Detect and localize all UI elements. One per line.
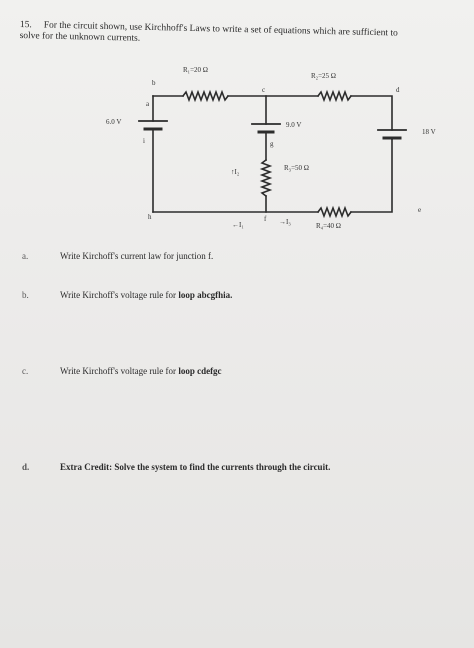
part-d-text-wrap: Extra Credit: Solve the system to find t… xyxy=(60,462,330,472)
node-e: e xyxy=(418,206,422,214)
label-r1: R₁=20 Ω xyxy=(183,66,209,74)
label-9v: 9.0 V xyxy=(286,121,302,129)
resistor-r3 xyxy=(259,158,273,198)
wire-r2-d xyxy=(350,95,393,131)
part-d-text: Solve the system to find the currents th… xyxy=(114,462,331,472)
node-d: d xyxy=(396,86,400,94)
part-c-letter: c. xyxy=(22,366,29,376)
label-r2: R₂=25 Ω xyxy=(311,72,337,80)
node-g: g xyxy=(270,140,274,148)
node-b: b xyxy=(152,79,156,87)
node-f: f xyxy=(264,215,267,223)
current-i3: →I₃ xyxy=(279,218,291,226)
part-c-loop: loop cdefgc xyxy=(178,366,222,376)
node-c: c xyxy=(262,86,266,94)
wire-r4-e xyxy=(350,139,393,213)
part-d-letter: d. xyxy=(22,462,30,472)
resistor-r2 xyxy=(316,89,353,103)
label-18v: 18 V xyxy=(422,128,436,136)
part-b-text-wrap: Write Kirchoff's voltage rule for loop a… xyxy=(60,290,232,300)
part-a-text: Write Kirchoff's current law for junctio… xyxy=(60,251,214,261)
part-b-loop: loop abcgfhia. xyxy=(178,290,233,300)
node-i: i xyxy=(143,137,145,145)
resistor-r1 xyxy=(181,89,230,103)
part-c-text-wrap: Write Kirchoff's voltage rule for loop c… xyxy=(60,366,222,376)
current-i1: ←I₁ xyxy=(232,221,244,229)
label-r4: R₄=40 Ω xyxy=(316,222,342,230)
part-b-text: Write Kirchoff's voltage rule for xyxy=(60,290,179,300)
label-r3: R₃=50 Ω xyxy=(284,164,310,172)
label-6v: 6.0 V xyxy=(106,118,122,126)
part-d-label: Extra Credit: xyxy=(60,462,113,472)
resistor-r4 xyxy=(316,205,353,219)
part-c-text: Write Kirchoff's voltage rule for xyxy=(60,366,179,376)
current-i2: ↑I₂ xyxy=(231,168,240,176)
part-b-letter: b. xyxy=(22,290,29,300)
part-a-letter: a. xyxy=(22,251,29,261)
node-h: h xyxy=(148,213,152,221)
node-a: a xyxy=(146,100,150,108)
